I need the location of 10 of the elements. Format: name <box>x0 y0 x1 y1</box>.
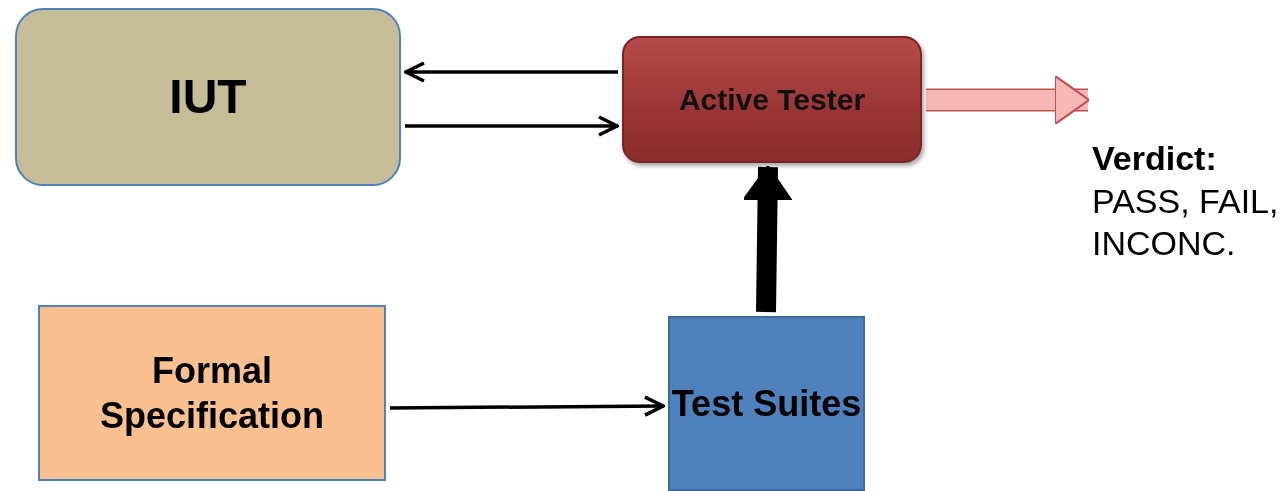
node-label: IUT <box>169 69 247 125</box>
heading-text: Verdict: <box>1092 138 1217 180</box>
process-box <box>622 36 922 163</box>
node-label: Test Suites <box>671 382 862 426</box>
node-label: Active Tester <box>678 81 866 118</box>
process-box <box>15 8 401 186</box>
process-box <box>668 316 865 491</box>
node-label: PASS, FAIL, INCONC. <box>1092 180 1280 265</box>
node-label: Formal Specification <box>98 349 326 438</box>
process-box <box>38 305 386 481</box>
